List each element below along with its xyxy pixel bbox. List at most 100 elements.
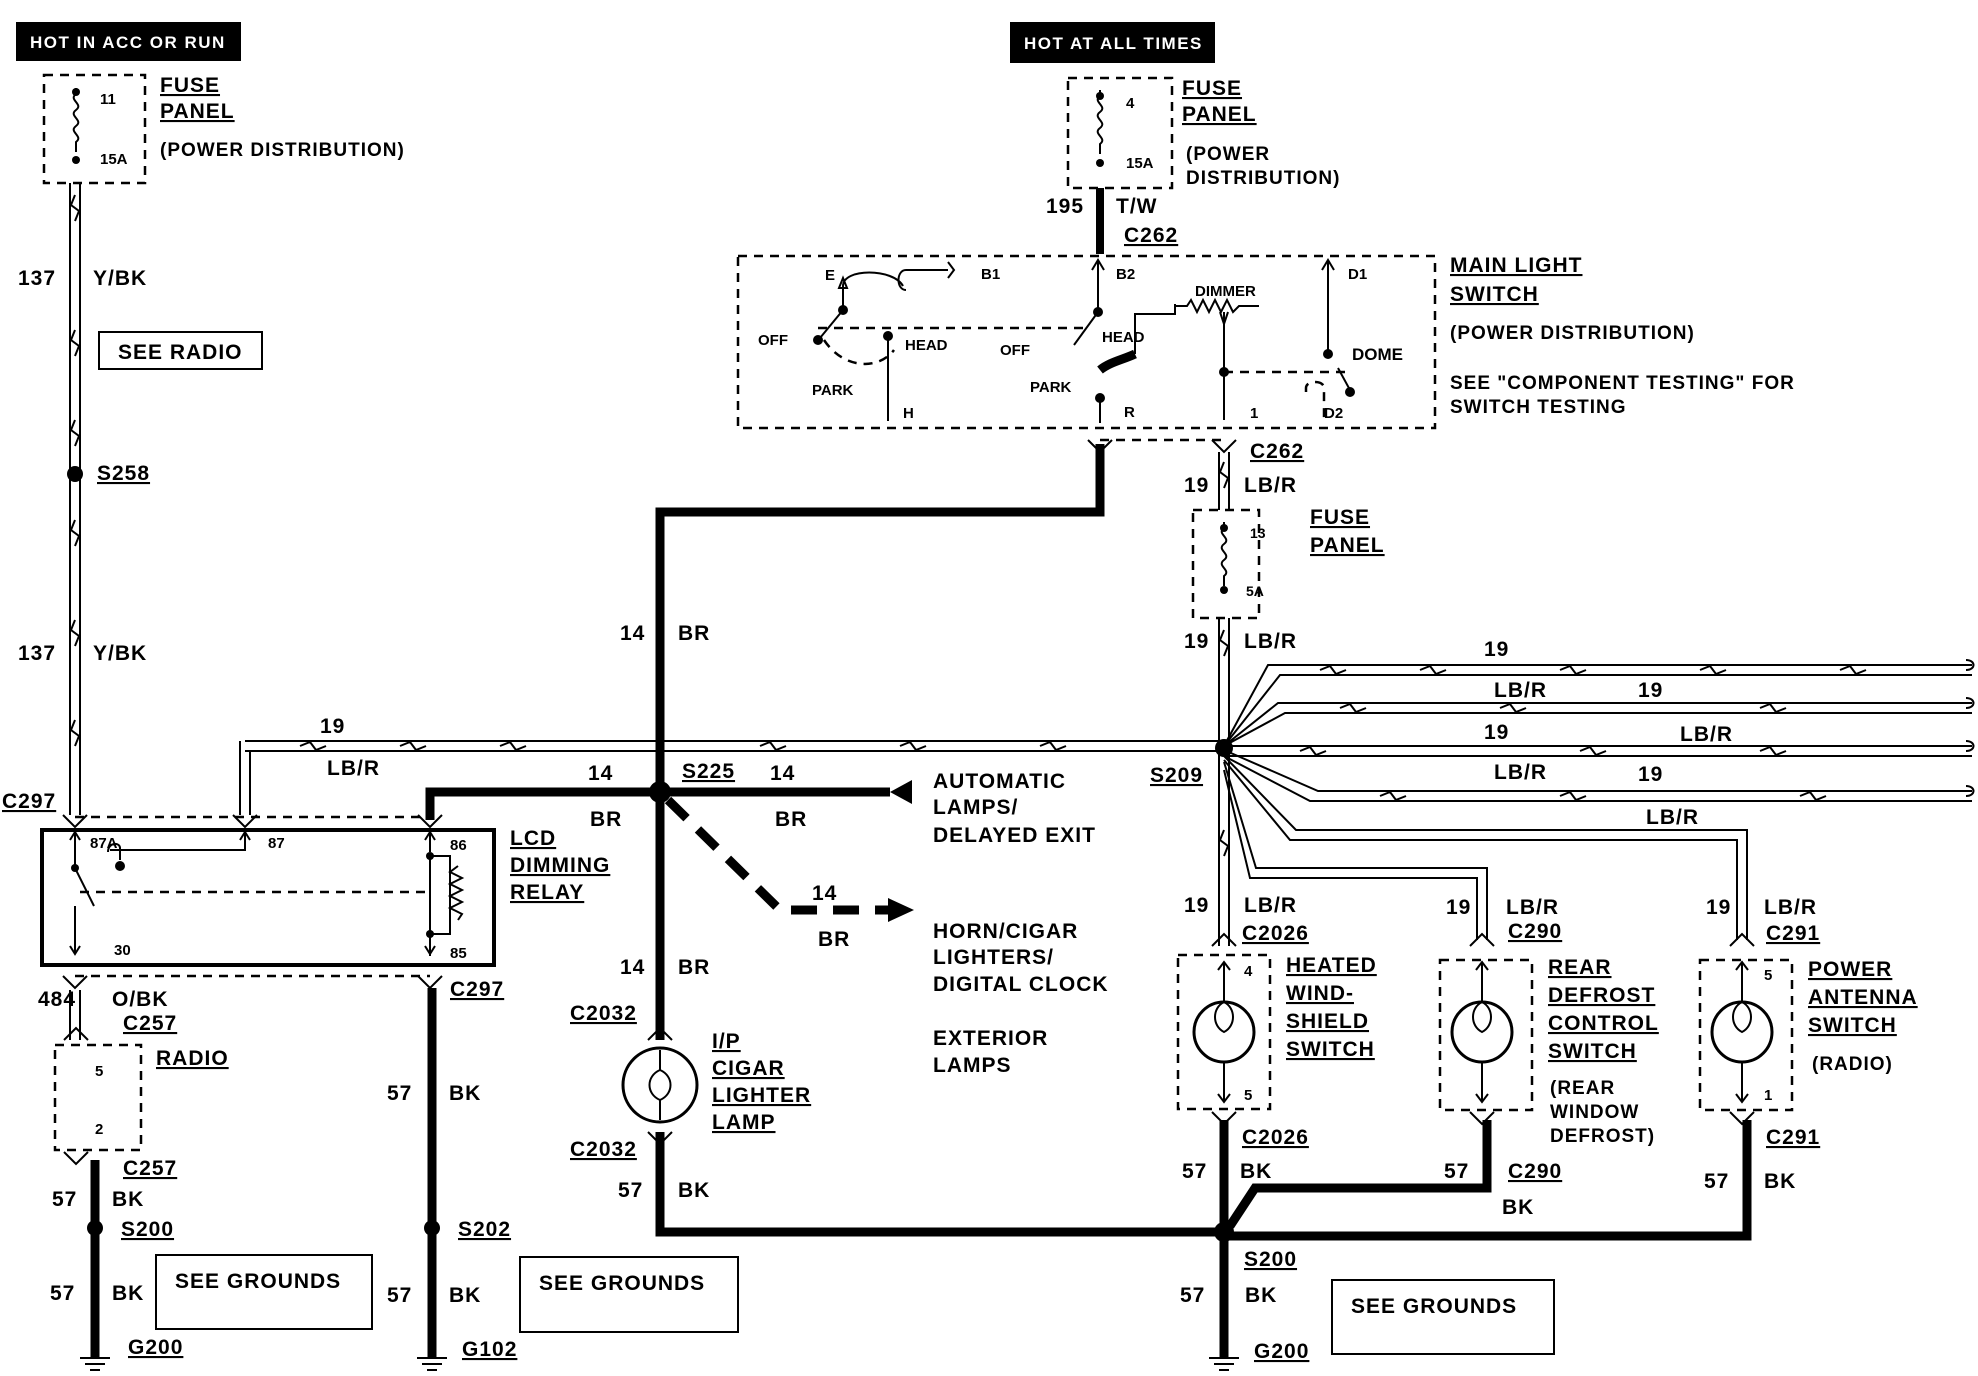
svg-text:C257: C257 [123, 1157, 177, 1180]
radio-branch: 484 O/BK C257 5 2 RADIO C257 [38, 988, 229, 1180]
svg-text:57: 57 [618, 1179, 643, 1202]
svg-text:LB/R: LB/R [1494, 679, 1547, 702]
svg-text:I/P: I/P [712, 1030, 741, 1053]
svg-text:57: 57 [1182, 1160, 1207, 1183]
svg-text:19: 19 [320, 715, 345, 738]
svg-text:BK: BK [1764, 1170, 1796, 1193]
heated-windshield-switch: C2026 4 5 C2026 HEATED WIND- SHIELD SWIT… [1176, 922, 1376, 1149]
svg-text:S200: S200 [1244, 1248, 1297, 1271]
svg-text:WIND-: WIND- [1286, 982, 1354, 1005]
svg-text:R: R [1124, 404, 1135, 421]
header-hot-acc-run: HOT IN ACC OR RUN [16, 22, 241, 61]
svg-text:14: 14 [620, 622, 645, 645]
see-radio-box[interactable]: SEE RADIO [98, 331, 263, 370]
rear-defrost-switch: 19 LB/R C290 REAR DEFROST CONTROL SWITCH… [1438, 896, 1659, 1147]
svg-text:C290: C290 [1508, 1160, 1562, 1183]
svg-text:15A: 15A [1126, 155, 1154, 172]
svg-text:(REAR: (REAR [1550, 1078, 1615, 1099]
svg-text:BK: BK [112, 1188, 144, 1211]
svg-text:Y/BK: Y/BK [93, 267, 147, 290]
svg-text:LIGHTER: LIGHTER [712, 1084, 811, 1107]
svg-text:T/W: T/W [1116, 195, 1157, 218]
destination-labels: AUTOMATIC LAMPS/ DELAYED EXIT HORN/CIGAR… [933, 770, 1108, 1077]
svg-text:14: 14 [770, 762, 795, 785]
svg-text:484: 484 [38, 988, 76, 1011]
svg-text:BK: BK [678, 1179, 710, 1202]
svg-text:C297: C297 [450, 978, 504, 1001]
svg-text:Y/BK: Y/BK [93, 642, 147, 665]
svg-text:(RADIO): (RADIO) [1812, 1054, 1893, 1075]
svg-text:19: 19 [1184, 474, 1209, 497]
svg-text:19: 19 [1184, 894, 1209, 917]
svg-text:BK: BK [449, 1082, 481, 1105]
svg-text:CONTROL: CONTROL [1548, 1012, 1659, 1035]
svg-text:WINDOW: WINDOW [1550, 1102, 1639, 1123]
svg-text:BR: BR [775, 808, 807, 831]
svg-text:SEE GROUNDS: SEE GROUNDS [175, 1270, 341, 1293]
svg-text:B1: B1 [981, 266, 1000, 283]
svg-text:C297: C297 [2, 790, 56, 813]
svg-text:HORN/CIGAR: HORN/CIGAR [933, 920, 1078, 943]
svg-text:SEE GROUNDS: SEE GROUNDS [1351, 1295, 1517, 1318]
svg-text:30: 30 [114, 942, 131, 959]
svg-text:C2032: C2032 [570, 1138, 637, 1161]
svg-text:LB/R: LB/R [1244, 630, 1297, 653]
see-grounds-box-1[interactable]: SEE GROUNDS [155, 1254, 373, 1330]
svg-text:137: 137 [18, 642, 56, 665]
svg-text:DOME: DOME [1352, 345, 1403, 364]
svg-text:S200: S200 [121, 1218, 174, 1241]
cigar-lighter-lamp: C2032 C2032 I/P CIGAR LIGHTER LAMP [570, 1002, 811, 1161]
svg-text:OFF: OFF [758, 332, 788, 349]
svg-text:LAMPS/: LAMPS/ [933, 796, 1018, 819]
svg-text:BK: BK [1502, 1196, 1534, 1219]
svg-text:DIMMING: DIMMING [510, 854, 610, 877]
wire-19-lbr-to-s209: 19 LB/R 19 LB/R [1184, 618, 1297, 946]
svg-text:5: 5 [1244, 1087, 1252, 1104]
svg-text:57: 57 [50, 1282, 75, 1305]
svg-text:BK: BK [449, 1284, 481, 1307]
svg-text:G200: G200 [128, 1336, 183, 1359]
svg-text:EXTERIOR: EXTERIOR [933, 1027, 1048, 1050]
svg-text:FUSE: FUSE [1182, 77, 1242, 100]
svg-text:OFF: OFF [1000, 342, 1030, 359]
svg-text:19: 19 [1184, 630, 1209, 653]
svg-text:BK: BK [112, 1282, 144, 1305]
svg-text:C2026: C2026 [1242, 1126, 1309, 1149]
svg-text:C291: C291 [1766, 1126, 1820, 1149]
svg-text:DELAYED EXIT: DELAYED EXIT [933, 824, 1096, 847]
see-grounds-box-2[interactable]: SEE GROUNDS [519, 1256, 739, 1333]
wire-19-lbr-bus: 19 LB/R [239, 715, 1224, 815]
svg-text:POWER: POWER [1808, 958, 1892, 981]
ground-wire-relay: 57 BK S202 57 BK G102 [387, 988, 516, 1371]
svg-text:SWITCH: SWITCH [1548, 1040, 1637, 1063]
svg-text:57: 57 [1180, 1284, 1205, 1307]
wire-19-lbr-fanout: 19 LB/R 19 19 LB/R LB/R 19 LB/R [1223, 638, 1975, 940]
svg-text:S209: S209 [1150, 764, 1203, 787]
svg-text:LCD: LCD [510, 827, 556, 850]
svg-text:FUSE: FUSE [1310, 506, 1370, 529]
svg-text:19: 19 [1484, 638, 1509, 661]
svg-text:FUSE: FUSE [160, 74, 220, 97]
svg-text:SEE RADIO: SEE RADIO [118, 341, 243, 364]
svg-text:LB/R: LB/R [1506, 896, 1559, 919]
svg-text:86: 86 [450, 837, 467, 854]
svg-text:PANEL: PANEL [1310, 534, 1385, 557]
svg-text:19: 19 [1446, 896, 1471, 919]
svg-text:LAMPS: LAMPS [933, 1054, 1012, 1077]
see-grounds-box-3[interactable]: SEE GROUNDS [1331, 1279, 1555, 1355]
svg-text:BR: BR [678, 956, 710, 979]
svg-text:RADIO: RADIO [156, 1047, 229, 1070]
wire-137-ybk: 137 Y/BK 137 Y/BK [18, 183, 147, 815]
svg-text:CIGAR: CIGAR [712, 1057, 785, 1080]
lcd-dimming-relay: C297 87A 87 86 85 30 LCD DIMMING RELAY C… [2, 790, 610, 1001]
svg-text:LB/R: LB/R [1244, 474, 1297, 497]
power-antenna-switch: 19 LB/R C291 5 1 C291 POWER ANTENNA SWIT… [1698, 896, 1917, 1149]
svg-text:137: 137 [18, 267, 56, 290]
ground-wire-radio: 57 BK S200 57 BK G200 [50, 1160, 183, 1371]
svg-text:19: 19 [1706, 896, 1731, 919]
svg-text:57: 57 [1704, 1170, 1729, 1193]
svg-text:H: H [903, 405, 914, 422]
svg-text:S225: S225 [682, 760, 735, 783]
svg-text:BK: BK [1245, 1284, 1277, 1307]
svg-text:LIGHTERS/: LIGHTERS/ [933, 946, 1054, 969]
